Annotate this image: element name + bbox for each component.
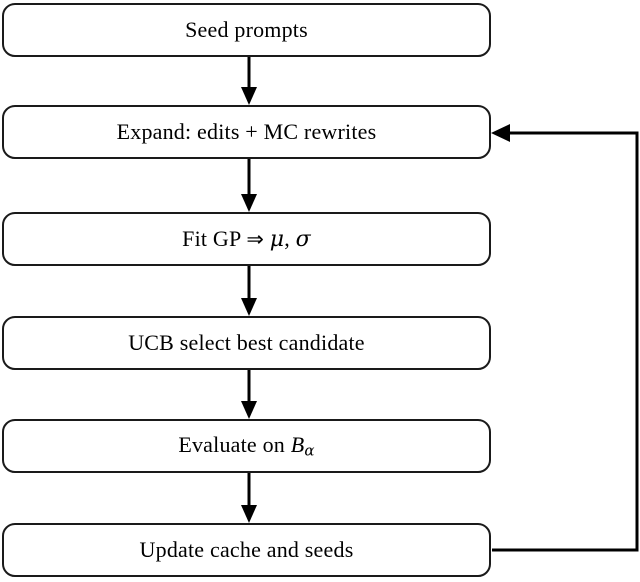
fit-gp-text-prefix: Fit GP [182, 225, 247, 251]
node-update-cache[interactable]: Update cache and seeds [2, 523, 491, 577]
sigma-symbol: σ [295, 226, 311, 252]
edge-update-cache-to-expand-feedback [491, 124, 639, 552]
budget-variable-base: B [290, 431, 305, 457]
node-evaluate[interactable]: Evaluate on Bα [2, 419, 491, 473]
mu-symbol: μ [269, 226, 285, 252]
alpha-subscript: α [304, 441, 315, 460]
node-ucb-select[interactable]: UCB select best candidate [2, 316, 491, 370]
edge-fit-gp-to-ucb-select [241, 266, 257, 316]
evaluate-text-prefix: Evaluate on [178, 431, 291, 457]
edge-ucb-select-to-evaluate [241, 370, 257, 419]
edge-evaluate-to-update-cache [241, 473, 257, 523]
node-expand[interactable]: Expand: edits + MC rewrites [2, 105, 491, 159]
node-seed-prompts[interactable]: Seed prompts [2, 3, 491, 57]
budget-variable: Bα [291, 432, 315, 457]
node-ucb-select-label: UCB select best candidate [128, 330, 365, 355]
node-update-cache-label: Update cache and seeds [139, 537, 354, 562]
fit-gp-separator: , [284, 225, 296, 251]
node-evaluate-label: Evaluate on Bα [178, 431, 315, 458]
edge-expand-to-fit-gp [241, 159, 257, 212]
edge-seed-prompts-to-expand [241, 57, 257, 105]
node-expand-label: Expand: edits + MC rewrites [116, 119, 377, 144]
node-seed-prompts-label: Seed prompts [185, 17, 308, 42]
node-fit-gp[interactable]: Fit GP ⇒ μ, σ [2, 212, 491, 266]
node-fit-gp-label: Fit GP ⇒ μ, σ [182, 225, 311, 252]
double-arrow-icon: ⇒ [246, 226, 265, 251]
